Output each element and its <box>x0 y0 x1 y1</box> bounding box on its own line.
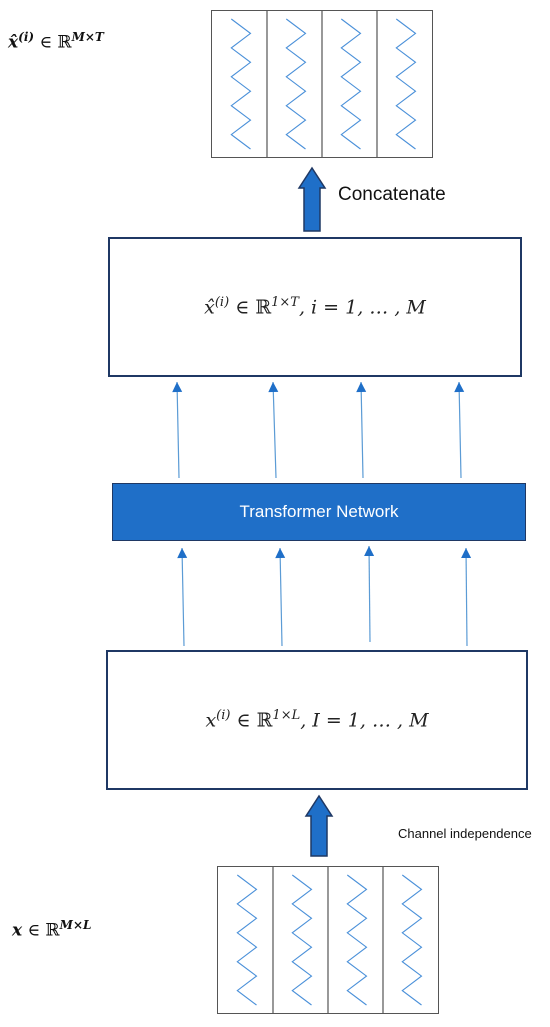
input-channel-signal-2 <box>291 874 313 1006</box>
input-matrix-dims: M×L <box>59 918 92 932</box>
input-formula-relation: ∈ ℝ <box>230 709 273 732</box>
input-to-transformer-arrow-4 <box>465 547 468 647</box>
transformer-network-block: Transformer Network <box>112 483 526 541</box>
input-channel-signal-3 <box>346 874 368 1006</box>
transformer-to-output-arrow-2 <box>272 381 277 479</box>
transformer-to-output-arrow-3-head <box>356 382 367 393</box>
output-channels-svg <box>230 11 417 157</box>
concatenate-label: Concatenate <box>338 184 446 205</box>
output-matrix-relation: ∈ ℝ <box>34 32 72 53</box>
input-channel-signal-4 <box>401 874 423 1006</box>
transformer-to-output-arrow-4 <box>458 381 462 479</box>
input-matrix-label: x ∈ ℝM×L <box>12 918 91 941</box>
input-to-transformer-arrow-4-head <box>461 548 472 559</box>
transformer-to-output-arrow-1-head <box>172 382 183 393</box>
output-matrix-base: x̂ <box>8 32 19 53</box>
input-to-transformer-arrow-3 <box>368 545 371 643</box>
input-box: x(i) ∈ ℝ1×L, I = 1, … , M <box>106 650 528 790</box>
input-to-transformer-arrow-1 <box>181 547 185 647</box>
input-matrix-relation: ∈ ℝ <box>22 920 60 941</box>
transformer-to-output-arrow-3 <box>360 381 364 479</box>
output-formula: x̂(i) ∈ ℝ1×T, i = 1, … , M <box>204 295 426 318</box>
input-formula-base: x <box>205 709 217 732</box>
input-to-transformer-arrow-1-head <box>177 548 188 559</box>
channel-independence-arrow <box>304 794 334 857</box>
transformer-to-output-arrow-2-head <box>268 382 279 393</box>
transformer-to-output-arrow-1 <box>176 381 180 479</box>
output-channel-signal-2 <box>285 18 307 150</box>
input-formula-dims: 1×L <box>272 708 301 724</box>
output-channel-signal-1 <box>230 18 252 150</box>
output-formula-suffix: , i = 1, … , M <box>298 296 426 319</box>
output-formula-dims: 1×T <box>271 295 299 311</box>
input-to-transformer-arrow-2 <box>279 547 283 647</box>
input-to-transformer-arrow-2-head <box>275 548 286 559</box>
transformer-network-label: Transformer Network <box>239 502 399 521</box>
output-matrix-label: x̂(i) ∈ ℝM×T <box>8 30 104 53</box>
output-formula-superscript: (i) <box>214 295 230 311</box>
output-formula-relation: ∈ ℝ <box>229 296 272 319</box>
input-to-transformer-arrow-3-head <box>364 546 375 557</box>
concatenate-arrow <box>297 166 327 232</box>
output-channel-signal-4 <box>395 18 417 150</box>
input-formula: x(i) ∈ ℝ1×L, I = 1, … , M <box>205 708 428 731</box>
input-channel-signal-1 <box>236 874 258 1006</box>
output-formula-base: x̂ <box>204 296 215 319</box>
output-channels-panel <box>211 10 433 158</box>
input-channels-panel <box>217 866 439 1014</box>
output-channel-signal-3 <box>340 18 362 150</box>
output-matrix-dims: M×T <box>71 30 104 44</box>
input-channels-svg <box>236 867 423 1013</box>
input-formula-superscript: (i) <box>216 708 231 724</box>
transformer-to-output-arrow-4-head <box>454 382 465 393</box>
channel-independence-label: Channel independence <box>398 826 532 841</box>
output-box: x̂(i) ∈ ℝ1×T, i = 1, … , M <box>108 237 522 377</box>
input-formula-suffix: , I = 1, … , M <box>300 709 429 732</box>
input-matrix-base: x <box>12 920 23 941</box>
output-matrix-superscript: (i) <box>18 30 35 44</box>
